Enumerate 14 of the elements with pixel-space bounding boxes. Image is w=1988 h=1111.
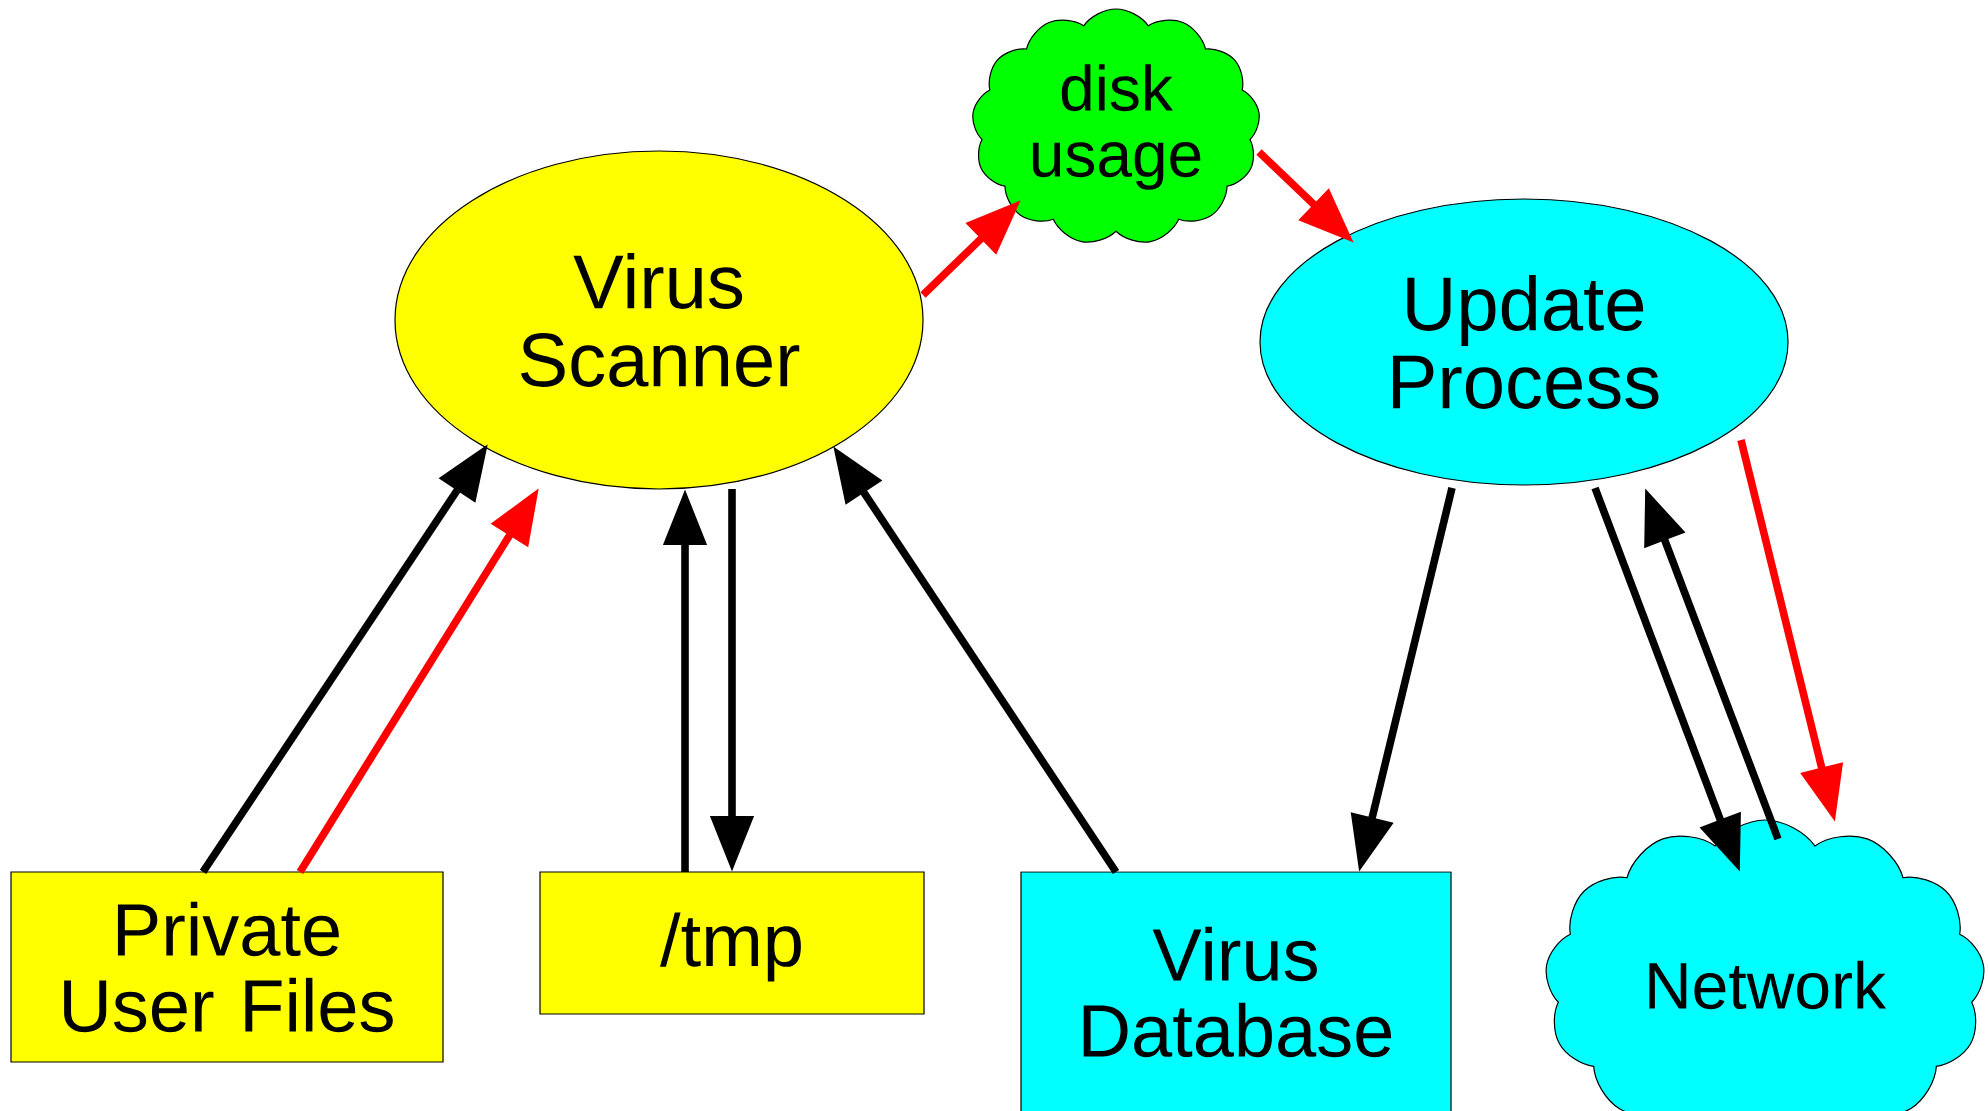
node-label: Update Process xyxy=(1393,275,1659,409)
process-box xyxy=(10,871,444,1063)
node-label: disk usage xyxy=(1032,64,1201,190)
node-label: Virus Database xyxy=(1083,926,1392,1058)
cloud-node xyxy=(972,8,1260,243)
node-label: /tmp xyxy=(660,912,801,982)
process-box xyxy=(1020,871,1452,1111)
node-label: Network xyxy=(1649,960,1887,1010)
ellipse-node xyxy=(394,150,924,490)
process-box xyxy=(539,871,925,1015)
ellipse-node xyxy=(1259,198,1789,486)
node-label: Private User Files xyxy=(64,901,393,1033)
cloud-node xyxy=(1545,819,1985,1111)
node-label: Virus Scanner xyxy=(520,253,800,387)
